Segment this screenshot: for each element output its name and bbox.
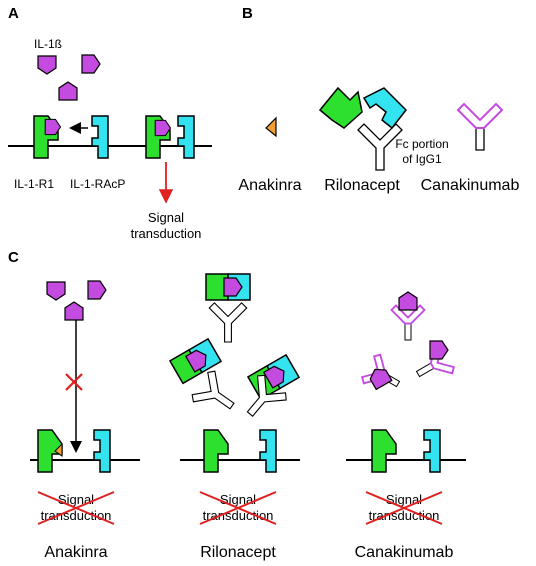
drug-label-rilonacept: Rilonacept (200, 544, 276, 561)
signal-text-1: Signal (386, 492, 422, 507)
signal-text-1: Signal (148, 210, 184, 225)
ligand-free (58, 81, 78, 101)
ligand-free (81, 54, 101, 74)
rilonacept-trap (246, 353, 301, 401)
ligand-free (37, 55, 57, 75)
signal-text-1: Signal (220, 492, 256, 507)
subpanel-anakinra (37, 280, 111, 473)
drug-label-rilonacept: Rilonacept (324, 177, 400, 194)
subpanel-canakinumab (359, 291, 457, 473)
signal-text-2: transduction (369, 508, 440, 523)
drug-label-anakinra: Anakinra (238, 177, 301, 194)
ligand-label: IL-1ß (34, 37, 62, 51)
il1-racp-receptor (177, 115, 195, 159)
rilonacept-trap (205, 273, 251, 343)
panel-c: C (8, 249, 466, 561)
racp-label: IL-1-RAcP (70, 177, 125, 191)
drug-label-anakinra: Anakinra (44, 544, 107, 561)
block-x-mark (65, 373, 83, 391)
signal-blocked-2: Signal transduction (199, 491, 277, 525)
canakinumab-antibody (390, 304, 426, 341)
signal-blocked-3: Signal transduction (365, 491, 443, 525)
signal-blocked-1: Signal transduction (37, 491, 115, 525)
panel-a-label: A (8, 5, 19, 22)
anakinra-bound (54, 442, 63, 457)
panel-a: A IL-1ß IL-1-R1 IL-1-RAcP Signal transdu… (8, 5, 212, 241)
signal-text-2: transduction (131, 226, 202, 241)
signal-text-2: transduction (203, 508, 274, 523)
subpanel-rilonacept (168, 273, 301, 473)
il1-racp-receptor (91, 115, 109, 159)
panel-c-label: C (8, 249, 19, 266)
signal-text-1: Signal (58, 492, 94, 507)
canakinumab-molecule (456, 102, 504, 151)
drug-label-canakinumab: Canakinumab (355, 544, 454, 561)
fc-label-1: Fc portion (395, 137, 448, 151)
fc-stem (188, 367, 244, 422)
r1-label: IL-1-R1 (14, 177, 54, 191)
anakinra-molecule (265, 116, 277, 138)
drug-label-canakinumab: Canakinumab (421, 177, 520, 194)
fc-label-2: of IgG1 (402, 152, 442, 166)
rilonacept-trap (168, 337, 223, 385)
panel-b-label: B (242, 5, 253, 22)
signal-text-2: transduction (41, 508, 112, 523)
rilonacept-molecule (318, 86, 407, 171)
panel-b: B Fc portion of IgG1 Anakinra Rilonacept… (238, 5, 519, 194)
